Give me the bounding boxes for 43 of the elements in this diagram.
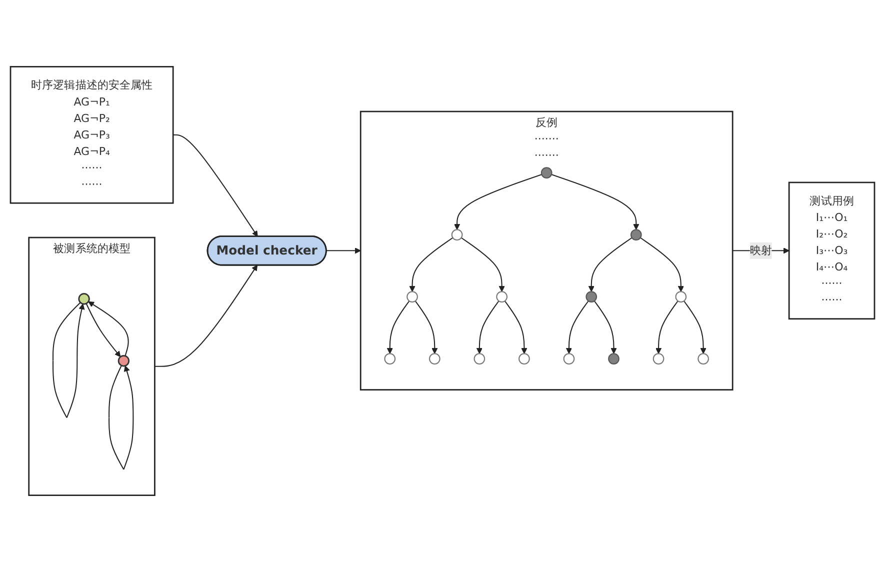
arrow (504, 300, 528, 354)
arrow (409, 237, 454, 292)
arrow (588, 237, 632, 292)
node-circle (698, 353, 709, 364)
arrow (414, 300, 438, 354)
arrow (154, 264, 258, 367)
arrow (656, 300, 678, 354)
arrow (640, 237, 684, 292)
node-circle (586, 291, 598, 302)
arrow (108, 365, 134, 470)
arrow (173, 134, 258, 237)
arrow (684, 300, 706, 354)
arrow (88, 301, 129, 356)
node-circle (652, 353, 664, 364)
node-box: 时序逻辑描述的安全属性 AG¬P₁ AG¬P₂ AG¬P₃ AG¬P₄ ······ ······ (10, 66, 174, 204)
arrow (461, 237, 505, 292)
arrow (326, 248, 361, 254)
arrow (386, 300, 410, 354)
node-circle (78, 292, 90, 305)
node-circle (518, 353, 530, 364)
arrow (594, 300, 617, 354)
arrow (476, 300, 500, 354)
arrow (551, 174, 640, 230)
node-circle (474, 353, 486, 364)
node-circle (608, 353, 620, 364)
edge-label: 映射 (750, 244, 772, 257)
arrow (86, 303, 121, 358)
node-circle (675, 291, 687, 302)
cluster: 反例 ······· ······· (360, 110, 734, 390)
node-circle (630, 229, 642, 240)
node-circle (406, 291, 418, 302)
arrow (566, 300, 589, 354)
node-circle (118, 354, 130, 367)
node-box: 测试用例 I₁⋯O₁ I₂⋯O₂ I₃⋯O₃ I₄⋯O₄ ······ ······ (788, 182, 876, 320)
node-circle (563, 353, 575, 364)
arrow (454, 174, 542, 230)
node-circle (496, 291, 508, 302)
arrow (52, 302, 85, 418)
node-circle (428, 353, 440, 364)
node-circle (451, 229, 463, 240)
cluster: 被测系统的模型 (28, 236, 156, 496)
node-circle (384, 353, 396, 364)
node-circle (540, 167, 552, 178)
